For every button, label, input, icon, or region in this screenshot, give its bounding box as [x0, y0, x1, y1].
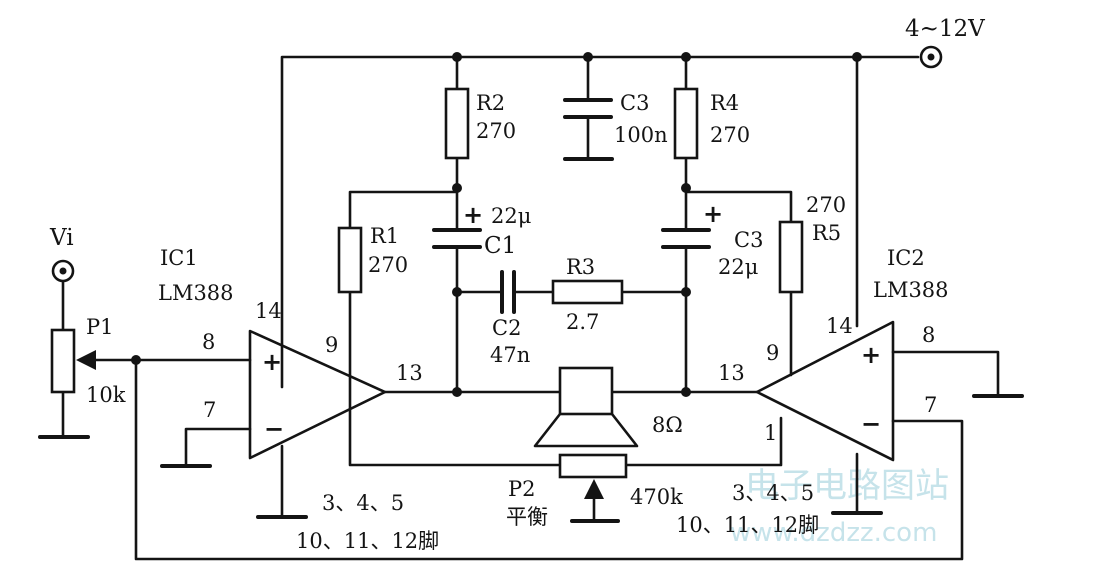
- p1-value: 10k: [86, 383, 126, 407]
- ic2-ground-pins: 3、4、5: [732, 481, 814, 505]
- c1-polarity: +: [463, 201, 483, 229]
- ic2-ground-pins-2: 10、11、12脚: [676, 513, 819, 537]
- capacitor-c1: + 22μ C1: [432, 201, 531, 259]
- r1-value: 270: [368, 253, 408, 277]
- watermark-url: www.dzdzz.com: [730, 518, 937, 548]
- potentiometer-p2: P2 平衡 470k: [506, 453, 683, 529]
- capacitor-c3-22u: + C3 22μ: [661, 200, 763, 279]
- ic1-pin14: 14: [255, 299, 282, 323]
- resistor-r4: R4 270: [673, 87, 750, 160]
- junction-dots: [131, 52, 862, 397]
- r2-name: R2: [476, 91, 505, 115]
- ic2-plus-sign: +: [861, 341, 881, 369]
- speaker-icon: 8Ω: [533, 366, 683, 448]
- ic2-part: LM388: [873, 278, 949, 302]
- p2-name: P2: [508, 477, 536, 501]
- input-terminal: Vi: [49, 225, 75, 283]
- ic2-pin13: 13: [718, 361, 745, 385]
- ic1-pin9: 9: [325, 333, 338, 357]
- ic1-pin7: 7: [203, 398, 216, 422]
- watermark-site-name: 电子电路图站: [745, 466, 949, 506]
- ic2-pin7: 7: [924, 393, 937, 417]
- ic1-pin13: 13: [396, 361, 423, 385]
- resistor-r1: R1 270: [337, 224, 408, 294]
- c2-value: 47n: [490, 343, 530, 367]
- c1-name: C1: [484, 233, 516, 259]
- ic1-pin8: 8: [202, 330, 215, 354]
- r5-value: 270: [806, 193, 846, 217]
- c3b-name: C3: [734, 228, 763, 252]
- ic2-name: IC2: [887, 246, 925, 270]
- ic1-ground-pins-2: 10、11、12脚: [296, 529, 439, 553]
- c1-value: 22μ: [491, 204, 531, 228]
- p2-wiper-arrow-icon: [584, 479, 604, 499]
- supply-terminal: 4~12V: [905, 16, 985, 69]
- c2-name: C2: [492, 316, 521, 340]
- capacitor-c2: C2 47n: [490, 270, 530, 367]
- resistor-r3: R3 2.7: [551, 255, 624, 334]
- r3-value: 2.7: [566, 310, 599, 334]
- ic1-ground-pins: 3、4、5: [322, 491, 404, 515]
- c3a-value: 100n: [614, 123, 668, 147]
- resistor-r5: 270 R5: [778, 193, 846, 294]
- c3a-name: C3: [620, 91, 649, 115]
- ic2-pin14: 14: [826, 314, 853, 338]
- r1-name: R1: [370, 224, 399, 248]
- input-label: Vi: [49, 225, 74, 251]
- ic2-minus-sign: −: [861, 410, 881, 438]
- ic2-pin1: 1: [764, 421, 777, 445]
- capacitor-c3-100n: C3 100n: [563, 91, 668, 147]
- p1-name: P1: [86, 315, 114, 339]
- op-amp-ic1: + − IC1 LM388 14 8 7 9 13 3、4、5 10、11、12…: [158, 246, 439, 553]
- ic1-plus-sign: +: [262, 348, 282, 376]
- r2-value: 270: [476, 119, 516, 143]
- resistor-r2: R2 270: [444, 87, 516, 160]
- r4-name: R4: [710, 91, 739, 115]
- potentiometer-p1: P1 10k: [50, 315, 126, 407]
- speaker-impedance: 8Ω: [652, 413, 683, 437]
- p2-function: 平衡: [506, 505, 548, 529]
- r4-value: 270: [710, 123, 750, 147]
- ic1-name: IC1: [160, 246, 198, 270]
- c3b-polarity: +: [703, 200, 723, 228]
- ic2-pin9: 9: [766, 341, 779, 365]
- supply-voltage-label: 4~12V: [905, 16, 985, 42]
- ic1-part: LM388: [158, 281, 234, 305]
- p1-wiper-arrow-icon: [76, 350, 96, 370]
- ic1-minus-sign: −: [264, 415, 284, 443]
- r5-name: R5: [812, 221, 841, 245]
- r3-name: R3: [566, 255, 595, 279]
- ic2-pin8: 8: [922, 323, 935, 347]
- p2-value: 470k: [630, 485, 683, 509]
- c3b-value: 22μ: [718, 255, 758, 279]
- op-amp-ic2: + − IC2 LM388 14 8 7 9 13 1 3、4、5 10、11、…: [676, 246, 949, 537]
